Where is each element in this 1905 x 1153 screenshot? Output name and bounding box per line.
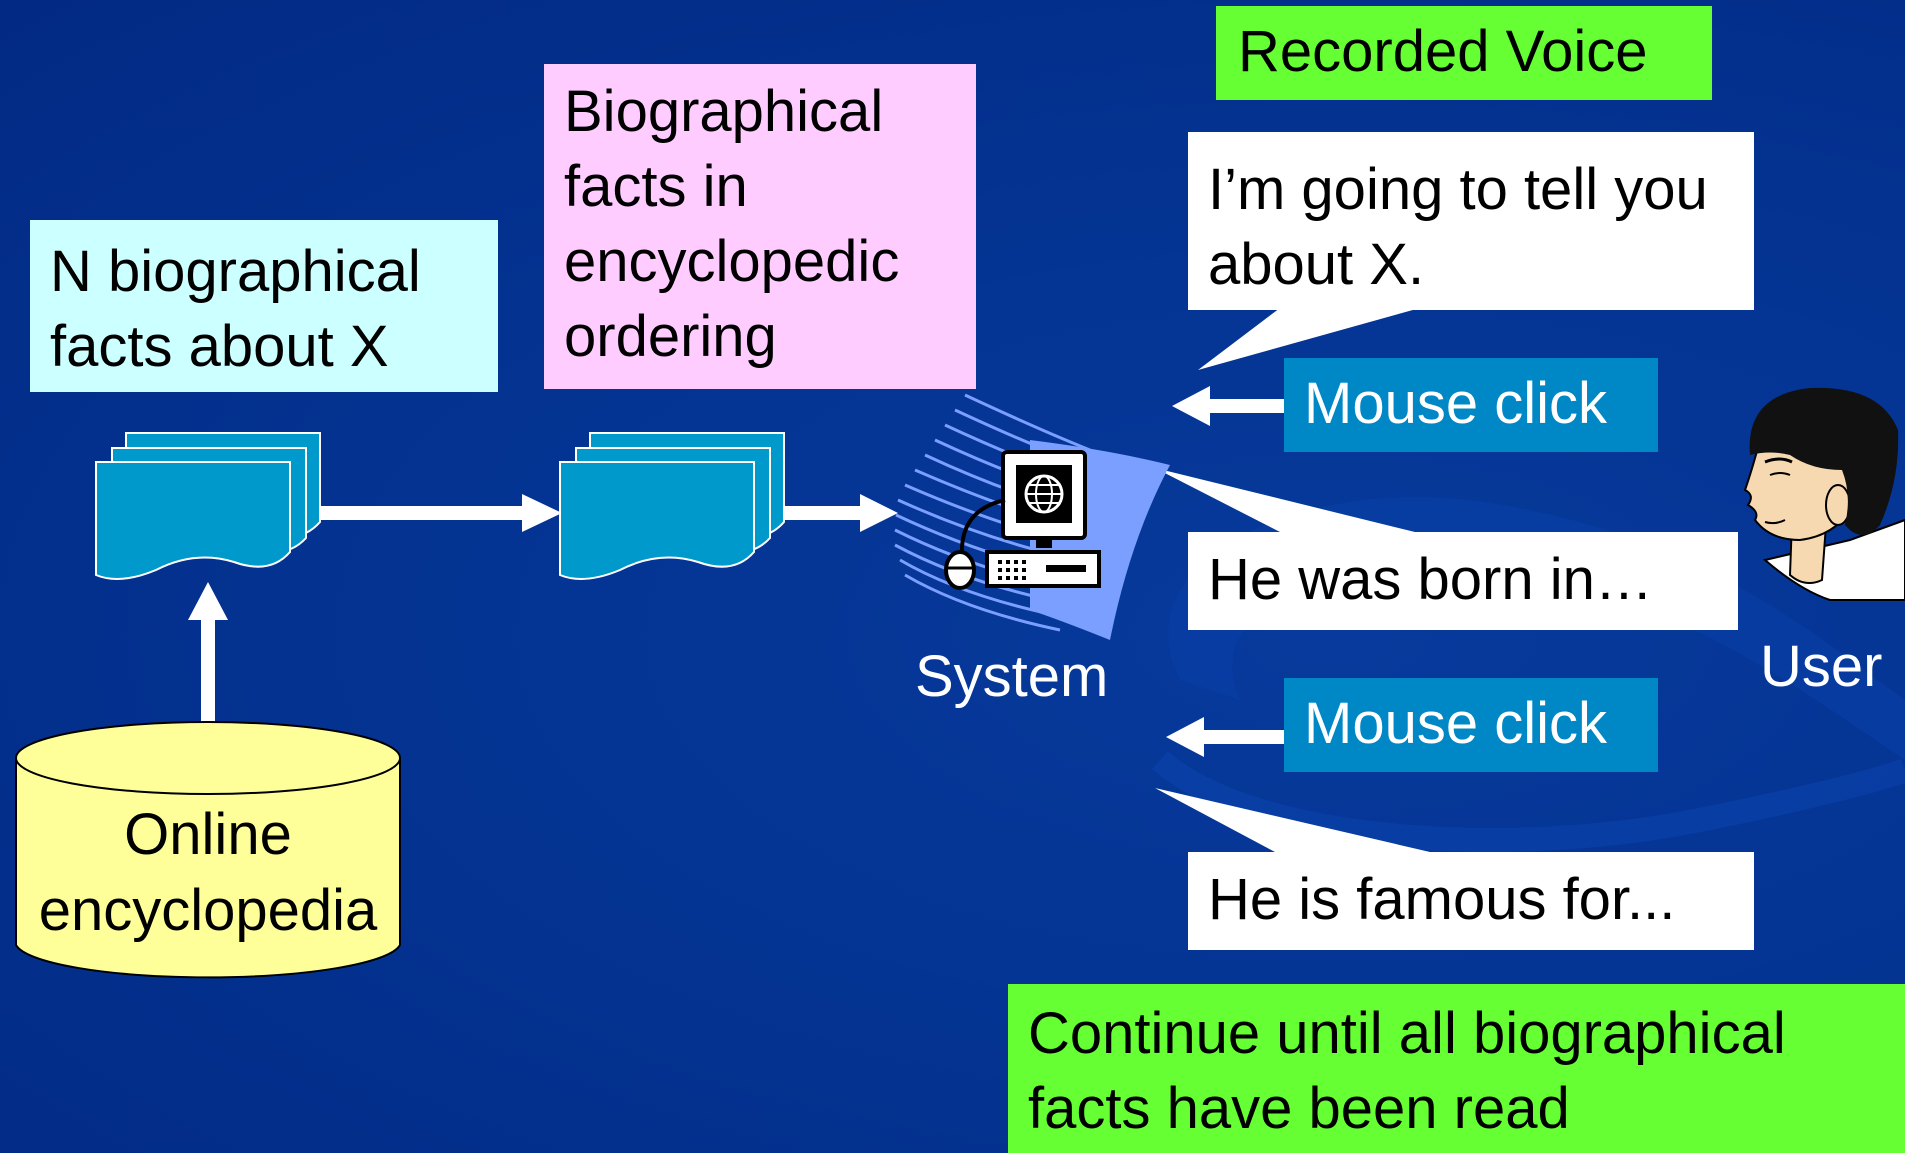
speech-bubble-1: I’m going to tell you about X. xyxy=(1188,132,1754,310)
arrow-click-1 xyxy=(1172,386,1285,426)
speech-bubble-2: He was born in… xyxy=(1188,532,1738,630)
arrow-docs-to-ordered xyxy=(320,494,562,532)
encyclopedia-label-line1: Online xyxy=(124,802,292,867)
speech-bubble-3: He is famous for... xyxy=(1188,852,1754,950)
encyclopedia-label-line2: encyclopedia xyxy=(38,878,378,943)
continue-note-text: Continue until all biographical facts ha… xyxy=(1028,1001,1786,1141)
globe-icon xyxy=(1024,474,1064,514)
mouse-click-text-1: Mouse click xyxy=(1304,371,1607,436)
mouse-click-text-2: Mouse click xyxy=(1304,691,1607,756)
speech-line-1-text: I’m going to tell you about X. xyxy=(1208,157,1708,297)
arrow-click-2 xyxy=(1166,717,1285,757)
bubble1-tail xyxy=(1198,308,1420,370)
n-facts-text: N biographical facts about X xyxy=(50,239,421,379)
n-facts-box: N biographical facts about X xyxy=(30,220,498,392)
encyclopedic-order-text: Biographical facts in encyclopedic order… xyxy=(564,79,900,369)
mouse-click-box-2: Mouse click xyxy=(1284,678,1658,772)
encyclopedic-order-box: Biographical facts in encyclopedic order… xyxy=(544,64,976,389)
recorded-voice-label: Recorded Voice xyxy=(1216,6,1712,100)
speech-line-2-text: He was born in… xyxy=(1208,547,1653,612)
arrow-ordered-to-system xyxy=(785,494,898,532)
recorded-voice-text: Recorded Voice xyxy=(1238,19,1648,84)
bubble3-tail xyxy=(1155,788,1430,852)
user-label: User xyxy=(1760,634,1883,699)
mouse-click-box-1: Mouse click xyxy=(1284,358,1658,452)
arrow-db-to-docs xyxy=(201,618,215,728)
mouse-icon xyxy=(944,550,976,590)
bubble2-tail xyxy=(1155,468,1415,532)
speech-line-3-text: He is famous for... xyxy=(1208,867,1676,932)
continue-note-box: Continue until all biographical facts ha… xyxy=(1008,984,1905,1153)
encyclopedia-label: Online encyclopedia xyxy=(16,797,400,949)
system-label: System xyxy=(915,644,1109,709)
